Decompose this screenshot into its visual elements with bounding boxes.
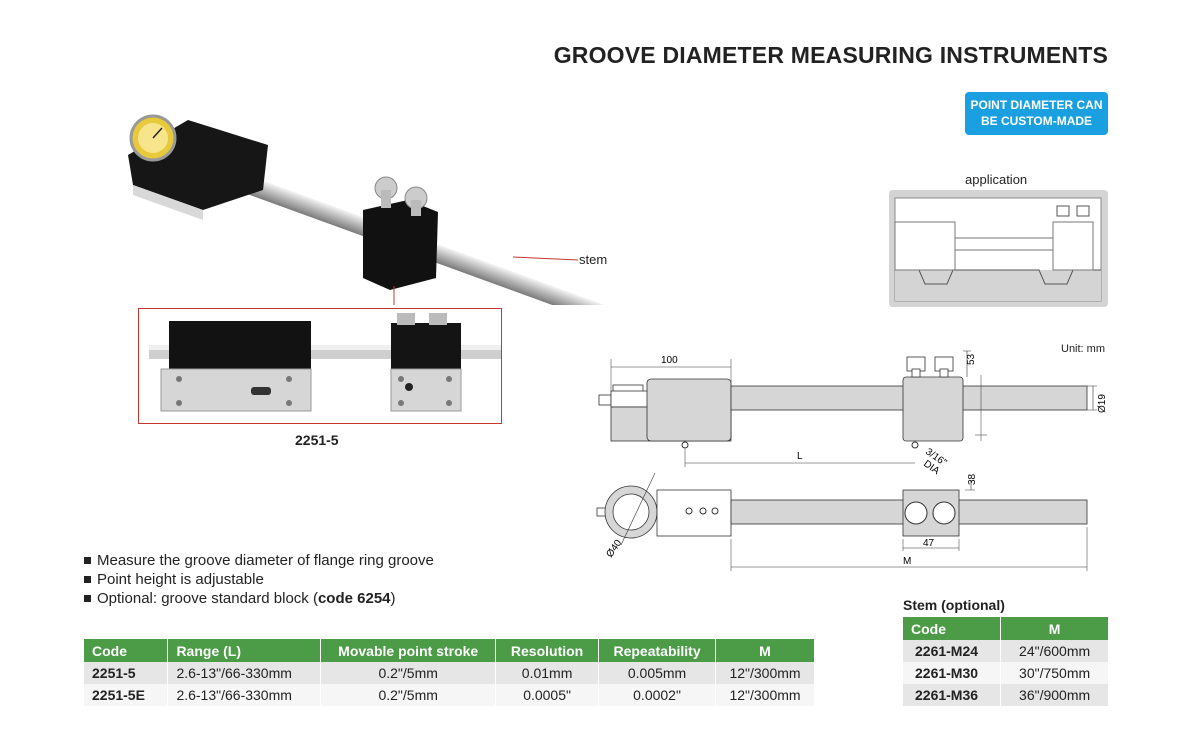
custom-made-badge: POINT DIAMETER CAN BE CUSTOM-MADE (965, 92, 1108, 135)
stem-label: stem (579, 252, 608, 267)
closeup-photo (138, 308, 502, 424)
stem-col-code: Code (903, 617, 1002, 640)
model-label: 2251-5 (295, 432, 339, 448)
feature-item: Optional: groove standard block (code 62… (84, 589, 434, 608)
table-row: 2261-M36 36"/900mm (903, 684, 1109, 706)
feature-item: Point height is adjustable (84, 570, 434, 589)
dim-19: Ø19 (1097, 394, 1108, 413)
spec-table: Code Range (L) Movable point stroke Reso… (84, 639, 815, 706)
stem-table: Code M 2261-M24 24"/600mm 2261-M30 30"/7… (903, 617, 1109, 706)
application-label: application (965, 172, 1028, 187)
badge-line-2: BE CUSTOM-MADE (980, 114, 1093, 128)
dim-100: 100 (661, 355, 678, 366)
col-resolution: Resolution (495, 639, 600, 662)
page-title: GROOVE DIAMETER MEASURING INSTRUMENTS (553, 42, 1108, 68)
technical-drawing: 100 53 Ø19 L 3/16" DIA Ø40 38 47 M (596, 350, 1108, 571)
col-stroke: Movable point stroke (320, 639, 497, 662)
table-row: 2261-M24 24"/600mm (903, 640, 1109, 662)
stem-table-title: Stem (optional) (903, 597, 1005, 613)
table-header-row: Code Range (L) Movable point stroke Reso… (84, 639, 815, 662)
dim-M: M (903, 556, 911, 567)
product-photo (128, 114, 624, 305)
col-range: Range (L) (167, 639, 322, 662)
unit-label: Unit: mm (1061, 343, 1105, 355)
dim-47: 47 (923, 538, 935, 549)
dim-L: L (797, 451, 803, 462)
dim-53: 53 (966, 353, 977, 365)
feature-list: Measure the groove diameter of flange ri… (84, 551, 434, 608)
col-m: M (715, 639, 815, 662)
dim-38: 38 (967, 473, 978, 485)
table-row: 2261-M30 30"/750mm (903, 662, 1109, 684)
col-code: Code (84, 639, 169, 662)
stem-col-m: M (1000, 617, 1109, 640)
closeup-illustration (149, 313, 501, 412)
application-diagram (889, 190, 1108, 307)
table-header-row: Code M (903, 617, 1109, 640)
table-row: 2251-5E 2.6-13"/66-330mm 0.2"/5mm 0.0005… (84, 684, 815, 706)
table-row: 2251-5 2.6-13"/66-330mm 0.2"/5mm 0.01mm … (84, 662, 815, 684)
badge-line-1: POINT DIAMETER CAN (970, 98, 1103, 112)
col-repeatability: Repeatability (598, 639, 717, 662)
feature-item: Measure the groove diameter of flange ri… (84, 551, 434, 570)
dim-40: Ø40 (604, 538, 624, 560)
